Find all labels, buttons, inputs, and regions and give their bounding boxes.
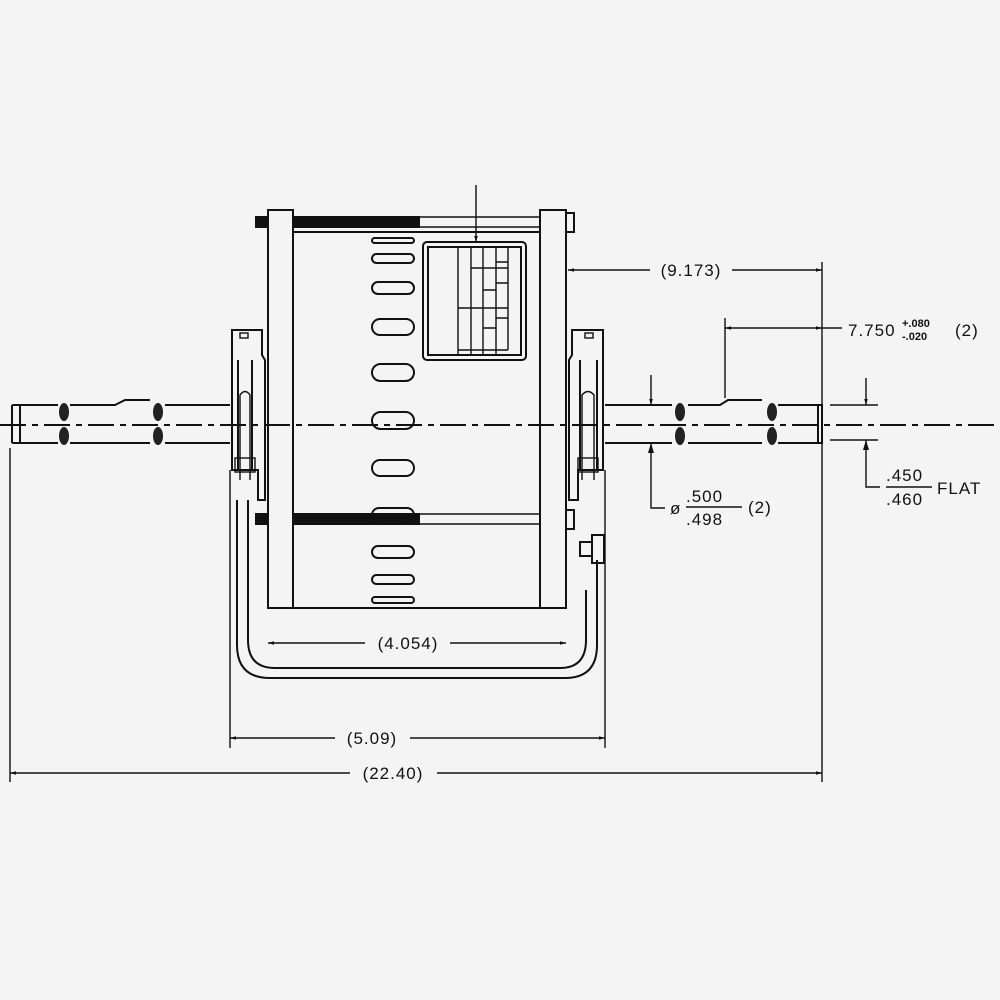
dim-flat-min: .450 [886, 466, 923, 485]
right-bracket [568, 329, 604, 501]
dim-shaft-dia-qty: (2) [748, 498, 772, 517]
dim-bracket-width: (5.09) [347, 729, 397, 748]
dim-frame-to-shaft-end: (9.173) [661, 261, 722, 280]
dim-shaft-length-tol-minus: -.020 [902, 331, 927, 343]
dim-shaft-length: 7.750 [848, 321, 896, 340]
dim-shaft-dia-min: .498 [686, 510, 723, 529]
frame [255, 209, 605, 609]
dim-flat-label: FLAT [937, 479, 981, 498]
left-shaft [11, 399, 230, 445]
u-handle [236, 500, 598, 679]
left-bracket [231, 329, 266, 501]
dim-shaft-dia-max: .500 [686, 487, 723, 506]
dim-handle-inner-width: (4.054) [378, 634, 439, 653]
label-plate [422, 241, 527, 361]
dim-shaft-dia-symbol: ø [670, 499, 681, 518]
dim-shaft-length-tol-plus: +.080 [902, 318, 930, 330]
dim-shaft-length-qty: (2) [955, 321, 979, 340]
extension-lines [9, 262, 878, 782]
dim-flat-max: .460 [886, 490, 923, 509]
right-shaft [605, 399, 823, 445]
dim-overall-length: (22.40) [363, 764, 424, 783]
slots [371, 237, 415, 604]
